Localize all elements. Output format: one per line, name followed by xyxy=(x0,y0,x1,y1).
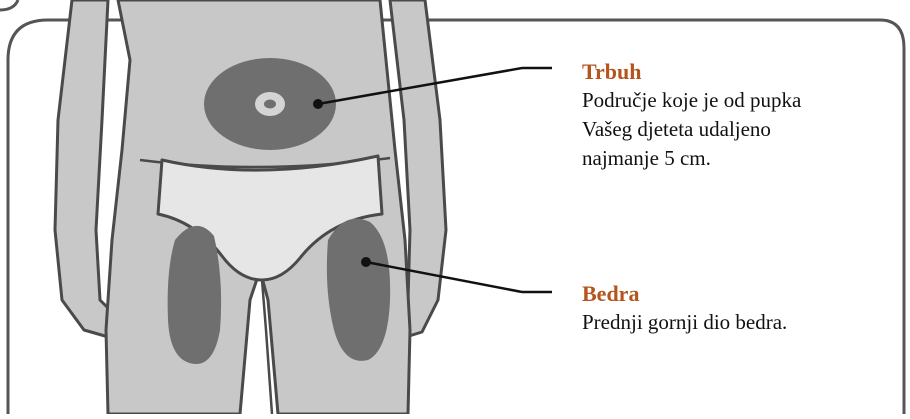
abdomen-description-line: Područje koje je od pupka xyxy=(582,86,801,115)
thigh-description: Prednji gornji dio bedra. xyxy=(582,308,787,337)
abdomen-description-line: najmanje 5 cm. xyxy=(582,144,801,173)
corner-badge-arc xyxy=(0,0,18,10)
abdomen-pointer-dot xyxy=(313,99,323,109)
thigh-title: Bedra xyxy=(582,280,787,308)
navel-center xyxy=(264,100,276,109)
thigh-label: Bedra Prednji gornji dio bedra. xyxy=(582,280,787,337)
abdomen-description-line: Vašeg djeteta udaljeno xyxy=(582,115,801,144)
abdomen-description: Područje koje je od pupka Vašeg djeteta … xyxy=(582,86,801,173)
abdomen-title: Trbuh xyxy=(582,58,801,86)
thigh-pointer-dot xyxy=(361,257,371,267)
abdomen-label: Trbuh Područje koje je od pupka Vašeg dj… xyxy=(582,58,801,173)
left-thigh-injection-area xyxy=(168,226,222,364)
thigh-description-line: Prednji gornji dio bedra. xyxy=(582,308,787,337)
